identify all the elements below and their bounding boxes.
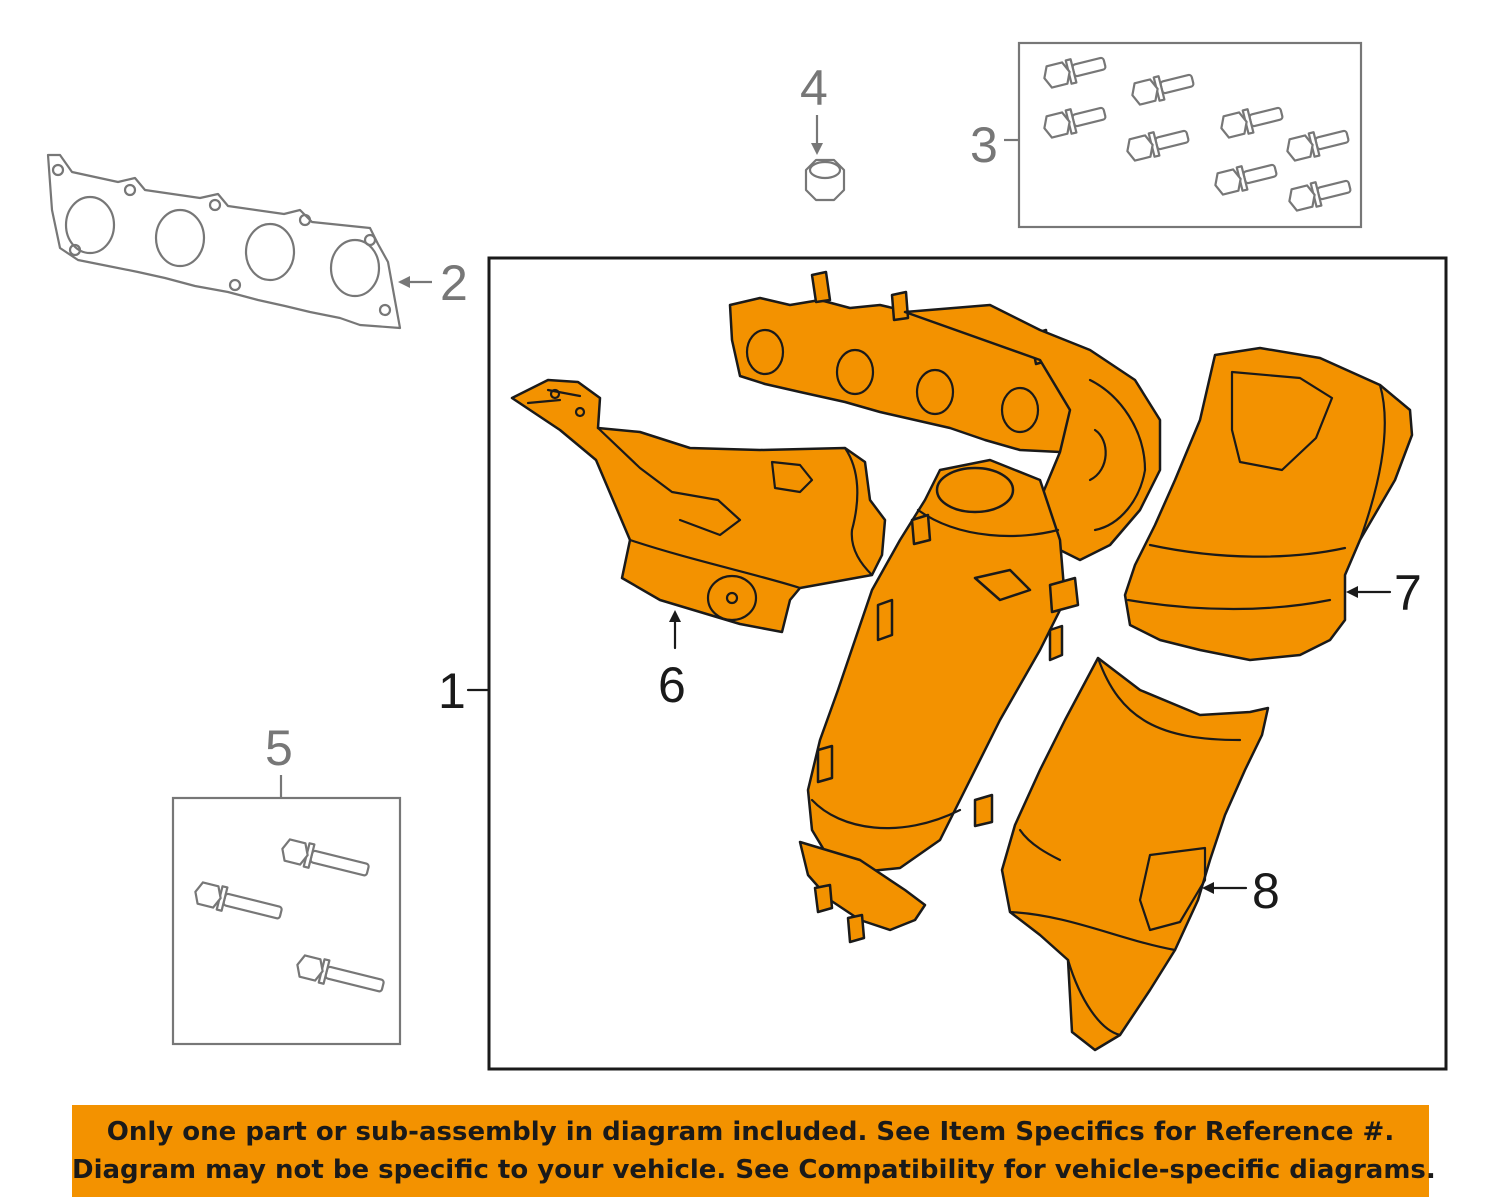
bolt <box>1043 56 1107 89</box>
bolt <box>1288 179 1352 212</box>
callout-number-5: 5 <box>265 720 293 776</box>
callout-number-2: 2 <box>440 255 468 311</box>
upper-heat-shield-part-6 <box>510 378 887 634</box>
stud-set-box-part-5 <box>171 796 402 1046</box>
stud <box>194 881 283 920</box>
callout-number-1: 1 <box>438 663 466 719</box>
callout-arrow-8 <box>1202 882 1214 894</box>
callout-arrow-4 <box>811 143 823 155</box>
bolts-part-3 <box>1043 56 1352 212</box>
callout-number-6: 6 <box>658 657 686 713</box>
bolt <box>1131 73 1195 106</box>
assembly-box-part-1 <box>487 256 1448 1071</box>
callout-number-7: 7 <box>1394 565 1422 621</box>
disclaimer-line-2: Diagram may not be specific to your vehi… <box>72 1155 1436 1185</box>
nut-part-4 <box>804 158 846 202</box>
upper-right-heat-shield-part-7 <box>1123 346 1414 662</box>
stud <box>281 838 370 877</box>
lower-heat-shield-part-8 <box>1000 656 1270 1052</box>
callout-number-4: 4 <box>800 60 828 116</box>
callout-number-3: 3 <box>970 117 998 173</box>
bolt <box>1126 129 1190 162</box>
callout-arrow-6 <box>669 610 681 622</box>
bolt <box>1220 106 1284 139</box>
callout-number-8: 8 <box>1252 863 1280 919</box>
bolt <box>1286 129 1350 162</box>
exhaust-manifold-converter-part-1 <box>728 270 1162 944</box>
stud <box>296 954 385 993</box>
callout-arrow-2 <box>398 276 410 288</box>
studs-part-5 <box>194 838 385 993</box>
bolt <box>1214 163 1278 196</box>
manifold-gasket-part-2 <box>46 153 402 330</box>
bolt-set-box-part-3 <box>1017 41 1363 229</box>
exhaust-manifold-parts-diagram: 2 4 3 5 1 6 <box>46 41 1448 1071</box>
callout-arrow-7 <box>1346 586 1358 598</box>
disclaimer-banner: Only one part or sub-assembly in diagram… <box>72 1105 1436 1197</box>
disclaimer-line-1: Only one part or sub-assembly in diagram… <box>106 1117 1395 1147</box>
bolt <box>1043 106 1107 139</box>
